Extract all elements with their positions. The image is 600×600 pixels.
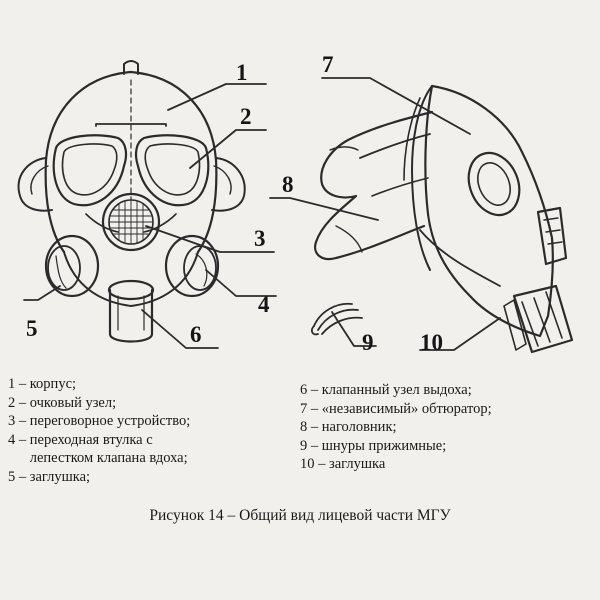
legend-item: 9 – шнуры прижимные; (300, 437, 447, 454)
side-exhalation-assembly (503, 284, 574, 354)
legend-right: 6 – клапанный узел выдоха; 7 – «независи… (300, 381, 492, 474)
legend-item: 5 – заглушка; (8, 468, 91, 485)
right-eyepiece (134, 134, 210, 207)
figure-caption: Рисунок 14 – Общий вид лицевой части МГУ (149, 507, 451, 524)
legend-item: 8 – наголовник; (300, 419, 397, 436)
legend-item: 2 – очковый узел; (8, 394, 117, 411)
pressure-cords (311, 302, 363, 336)
callout-10: 10 (420, 330, 443, 355)
callout-1: 1 (236, 60, 248, 85)
gas-mask-figure: 1 2 3 4 5 6 7 8 9 10 (17, 52, 574, 355)
left-eyepiece (52, 134, 128, 207)
mask-body-outline (44, 70, 218, 254)
callout-2: 2 (240, 104, 252, 129)
leader-lines (23, 77, 501, 351)
mask-side-view (311, 84, 574, 354)
callout-5: 5 (26, 316, 38, 341)
legend-item: лепестком клапана вдоха; (8, 450, 188, 467)
side-valve-port (536, 206, 568, 266)
callout-8: 8 (282, 172, 294, 197)
exhalation-valve (107, 279, 155, 343)
left-inhalation-valve (44, 234, 100, 298)
head-harness (314, 110, 434, 261)
legend-item: 6 – клапанный узел выдоха; (300, 382, 472, 398)
legend-item: 1 – корпус; (8, 376, 77, 392)
side-mask-shell (424, 84, 554, 338)
right-inhalation-valve (164, 234, 220, 298)
speech-device (101, 192, 161, 252)
callout-7: 7 (322, 52, 334, 77)
legend-item: 3 – переговорное устройство; (8, 413, 191, 430)
callout-3: 3 (254, 226, 266, 251)
legend-item: 10 – заглушка (300, 456, 386, 473)
callout-4: 4 (258, 292, 270, 317)
callout-9: 9 (362, 330, 374, 355)
mask-front-view (17, 60, 246, 343)
side-eyepiece (467, 151, 521, 217)
legend-item: 7 – «независимый» обтюратор; (300, 400, 492, 417)
callout-6: 6 (190, 322, 202, 347)
legend-item: 4 – переходная втулка с (8, 431, 153, 448)
legend-left: 1 – корпус; 2 – очковый узел; 3 – перего… (8, 375, 190, 487)
